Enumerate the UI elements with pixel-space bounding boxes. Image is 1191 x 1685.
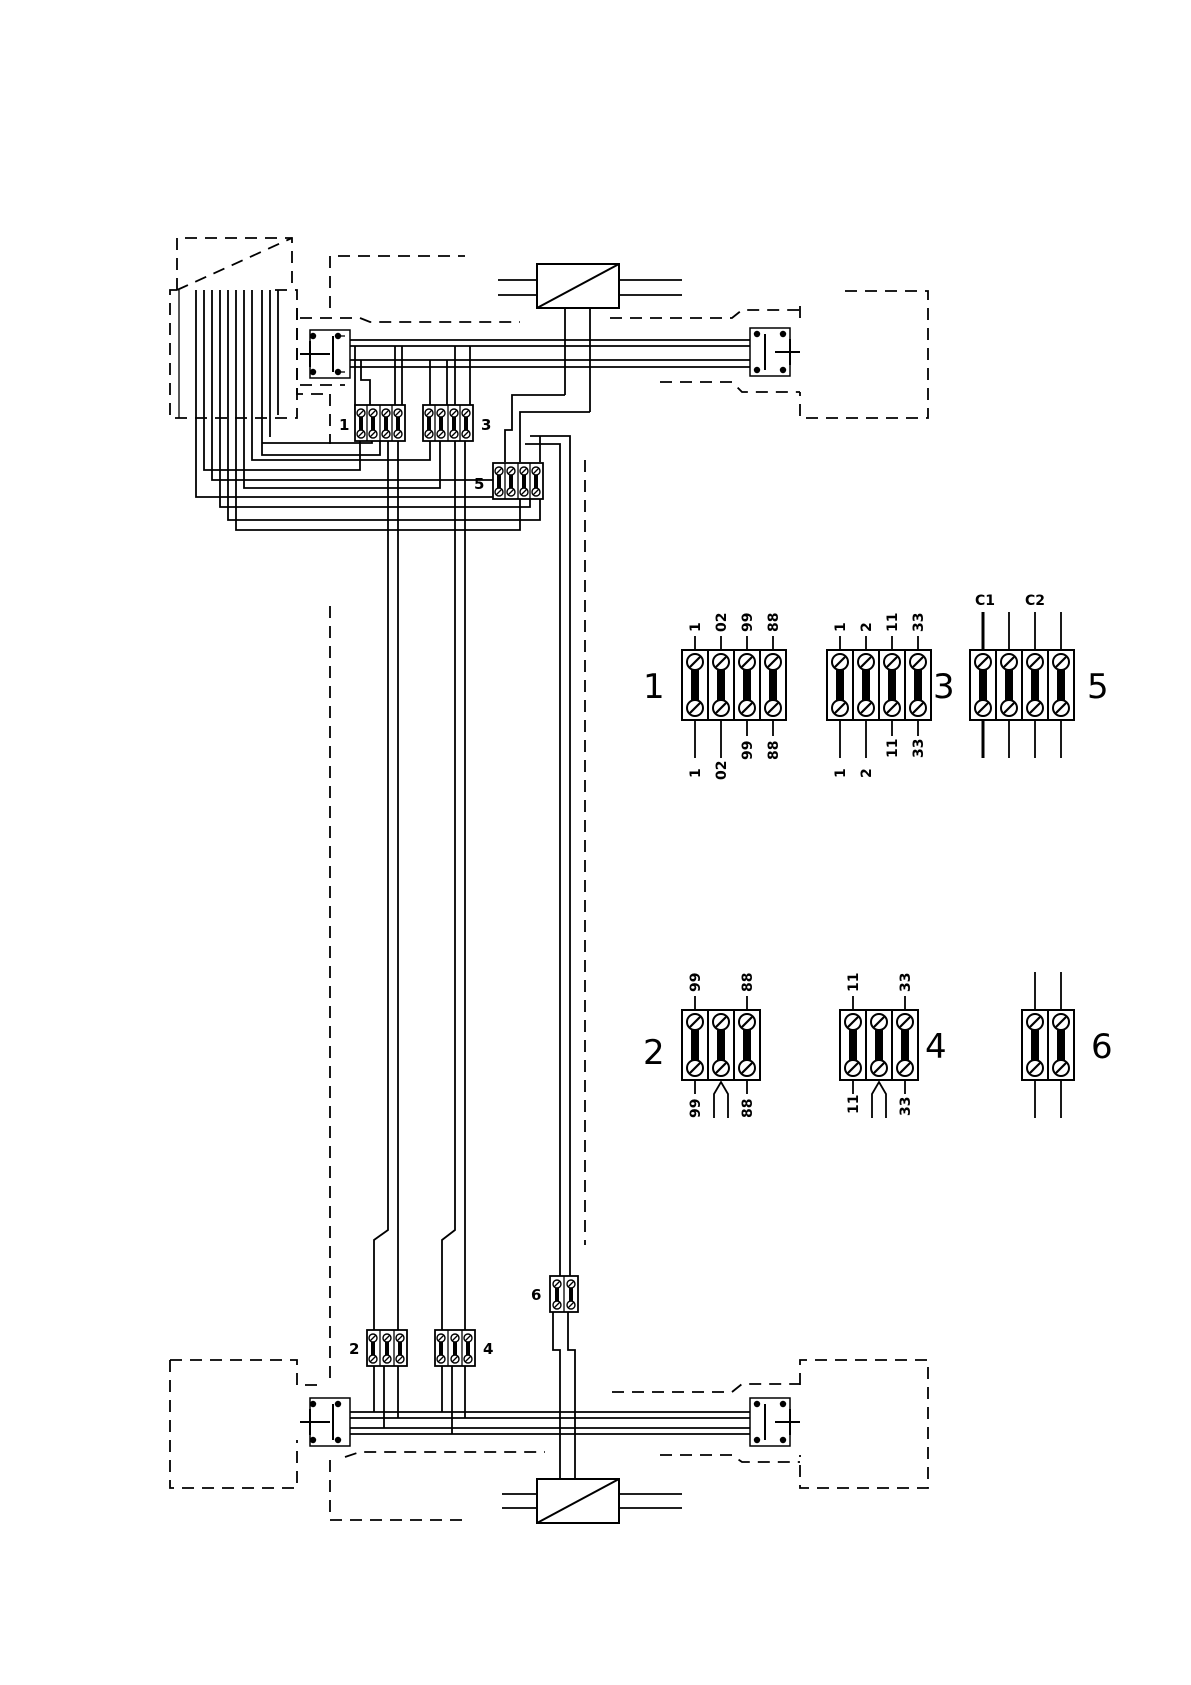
bottom-left-relay-icon — [300, 1398, 350, 1446]
terminal-block-1-label: 1 — [339, 416, 349, 434]
detail-1-top-label-2: 02 — [714, 613, 730, 632]
detail-2-top-label-2: 88 — [740, 973, 756, 992]
terminal-block-4-small — [435, 1330, 475, 1366]
terminal-block-1-small — [355, 405, 405, 441]
detail-1-top-label-4: 88 — [766, 613, 782, 632]
detail-3-bottom-label-4: 33 — [911, 739, 927, 758]
terminal-block-3-small — [423, 405, 473, 441]
detail-6-label: 6 — [1091, 1027, 1113, 1067]
bottom-right-relay-icon — [750, 1398, 800, 1446]
detail-3-top-label-3: 11 — [885, 613, 901, 632]
top-transformer-icon — [498, 264, 682, 412]
detail-block-4: 11 33 11 33 — [840, 973, 918, 1118]
terminal-block-3-label: 3 — [481, 416, 491, 434]
terminal-block-2-label: 2 — [349, 1340, 359, 1358]
detail-5-label: 5 — [1087, 667, 1109, 707]
detail-3-bottom-label-2: 2 — [859, 768, 875, 778]
bottom-left-dashed-box — [170, 1360, 320, 1385]
terminal-block-6-label: 6 — [531, 1286, 541, 1304]
detail-block-5: C1 C2 — [970, 593, 1074, 758]
bottom-transformer-icon — [502, 1430, 682, 1523]
detail-2-top-label-1: 99 — [688, 973, 704, 992]
detail-2-bottom-label-2: 88 — [740, 1099, 756, 1118]
detail-block-2: 99 88 99 88 — [682, 973, 760, 1118]
detail-1-bottom-label-3: 99 — [740, 741, 756, 760]
detail-2-bottom-label-1: 99 — [688, 1099, 704, 1118]
detail-5-top-label-1: C1 — [975, 593, 995, 609]
detail-block-1: 1 02 99 88 1 02 99 88 — [682, 613, 786, 780]
detail-1-bottom-label-1: 1 — [688, 768, 704, 778]
detail-4-top-label-1: 11 — [846, 973, 862, 992]
bottom-bus-lines — [350, 1362, 750, 1434]
detail-3-bottom-label-3: 11 — [885, 739, 901, 758]
top-dashed-rail — [300, 310, 800, 392]
terminal-block-2-small — [367, 1330, 407, 1366]
vertical-runs — [374, 432, 575, 1430]
top-right-dashed-box — [800, 291, 928, 418]
main-wiring: 1 3 — [170, 238, 928, 1523]
detail-4-bottom-label-2: 33 — [898, 1097, 914, 1116]
detail-1-label: 1 — [643, 667, 665, 707]
detail-1-top-label-3: 99 — [740, 613, 756, 632]
detail-3-top-label-2: 2 — [859, 622, 875, 632]
upper-dashed-box — [330, 256, 465, 308]
detail-3-label: 3 — [933, 667, 955, 707]
detail-4-label: 4 — [925, 1027, 947, 1067]
detail-1-top-label-1: 1 — [688, 622, 704, 632]
detail-5-top-label-2: C2 — [1025, 593, 1045, 609]
top-left-relay-icon — [300, 330, 350, 378]
terminal-block-4-label: 4 — [483, 1340, 493, 1358]
detail-block-3: 1 2 11 33 1 2 11 33 — [827, 613, 931, 778]
detail-3-bottom-label-1: 1 — [833, 768, 849, 778]
top-right-relay-icon — [750, 328, 800, 376]
detail-4-top-label-2: 33 — [898, 973, 914, 992]
detail-3-top-label-4: 33 — [911, 613, 927, 632]
detail-2-label: 2 — [643, 1033, 665, 1073]
detail-1-bottom-label-2: 02 — [714, 761, 730, 780]
detail-block-6 — [1022, 972, 1074, 1118]
bottom-right-dashed-box — [800, 1360, 928, 1488]
detail-4-bottom-label-1: 11 — [846, 1095, 862, 1114]
detail-1-bottom-label-4: 88 — [766, 741, 782, 760]
terminal-block-5-label: 5 — [474, 475, 484, 493]
terminal-block-6-small — [550, 1276, 578, 1312]
detail-3-top-label-1: 1 — [833, 622, 849, 632]
terminal-block-5-small — [493, 463, 543, 499]
